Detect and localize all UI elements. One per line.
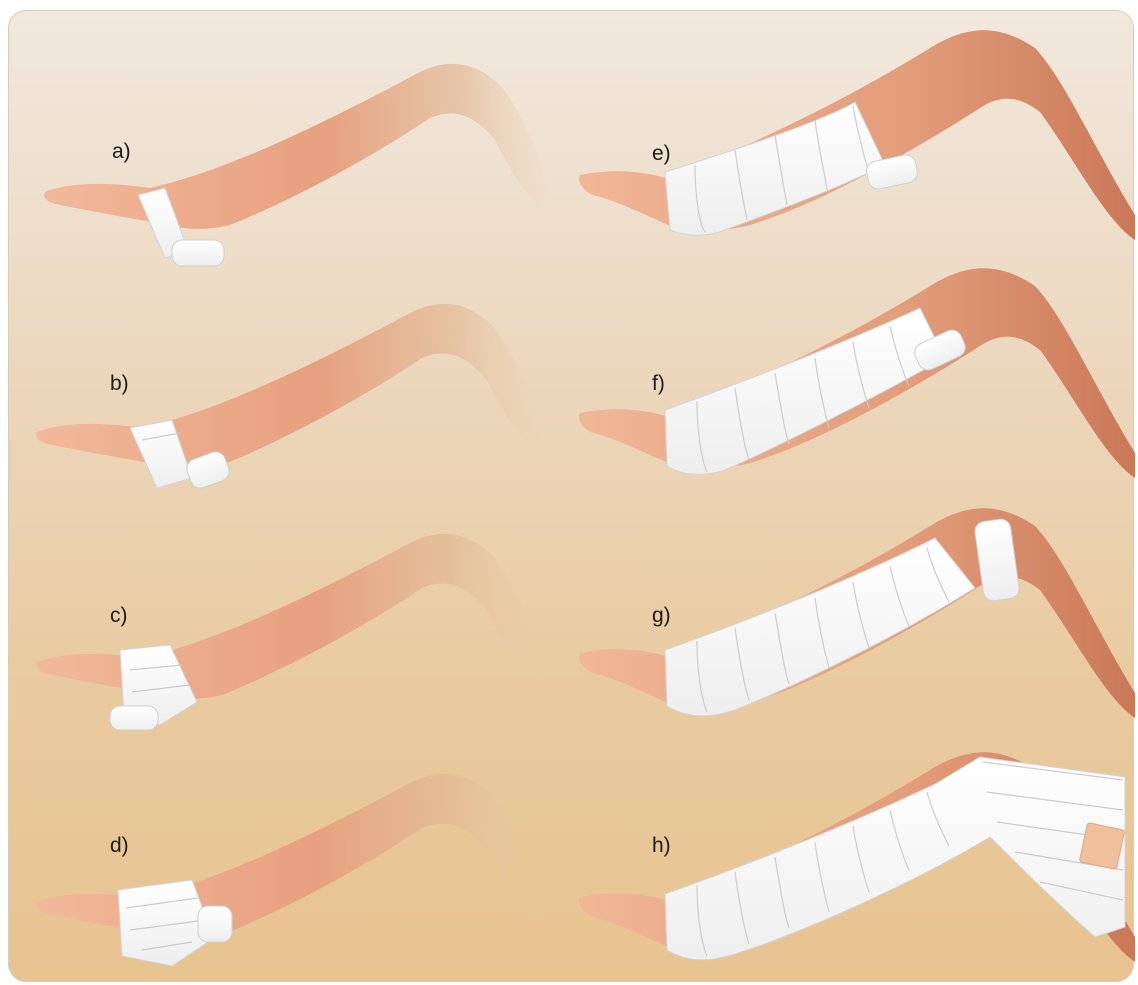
step-a-illustration (44, 64, 552, 266)
step-label-c: c) (110, 604, 128, 627)
step-label-g: g) (652, 604, 671, 627)
step-e-illustration (579, 30, 1135, 240)
step-label-d: d) (110, 834, 129, 857)
step-label-a: a) (112, 140, 131, 163)
bandage-roll-a (172, 240, 224, 266)
step-label-f: f) (652, 372, 665, 395)
step-label-b: b) (110, 372, 129, 395)
step-b-illustration (36, 304, 544, 491)
step-h-illustration (579, 752, 1135, 962)
step-label-e: e) (652, 142, 671, 165)
bandage-roll-d (198, 906, 232, 942)
step-d-illustration (36, 774, 544, 966)
step-c-illustration (36, 534, 544, 730)
step-label-h: h) (652, 834, 671, 857)
bandage-roll-c (110, 706, 158, 730)
adhesive-tape-h (1079, 822, 1124, 869)
